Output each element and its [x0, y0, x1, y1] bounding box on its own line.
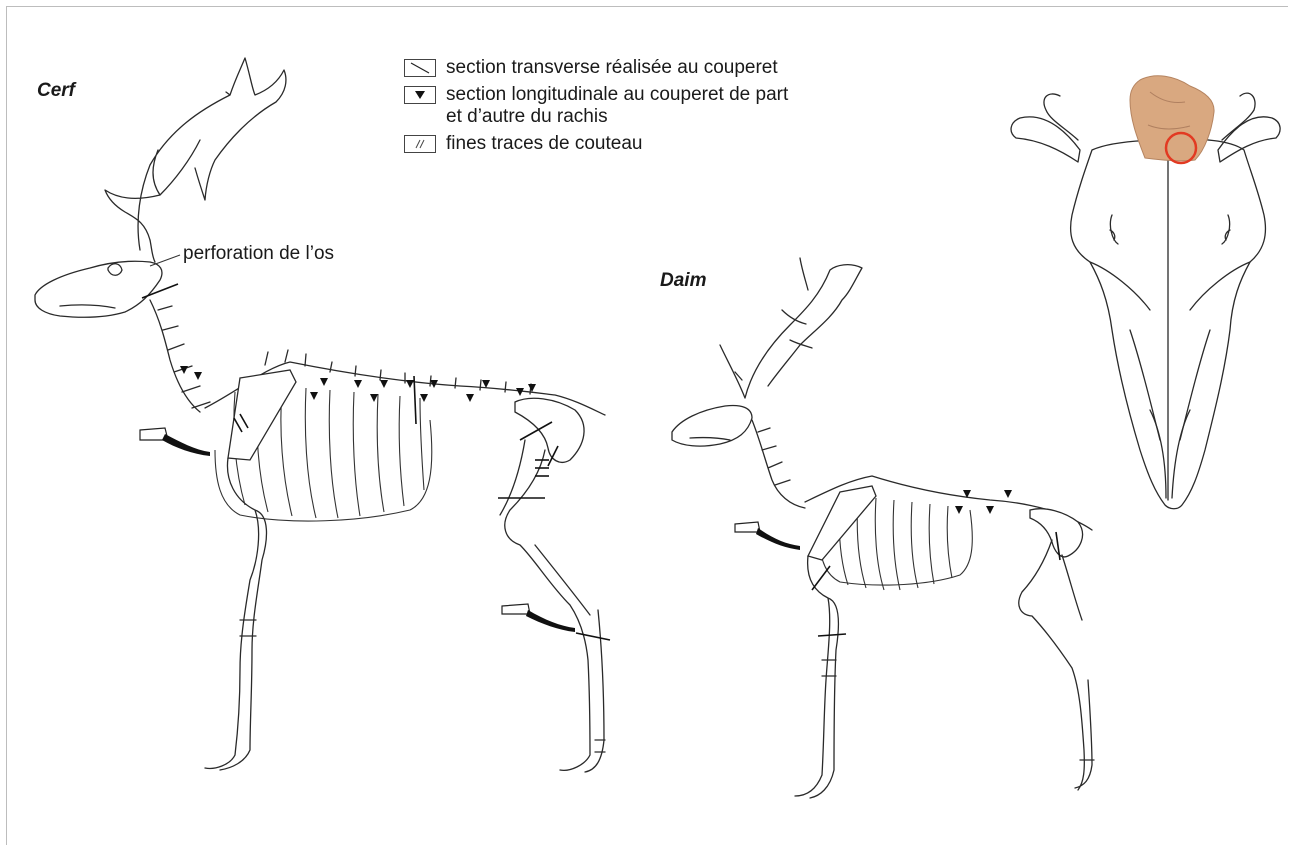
cerf-knife-1	[140, 428, 210, 456]
daim-skull	[672, 406, 752, 447]
legend-item-knife-traces: fines traces de couteau	[404, 133, 788, 155]
legend-item-longitudinal: section longitudinale au couperet de par…	[404, 84, 788, 128]
daim-scapula	[808, 486, 876, 560]
cerf-pelvis	[515, 398, 584, 462]
legend-text-transverse: section transverse réalisée au couperet	[446, 57, 778, 79]
daim-skeleton	[672, 258, 1094, 798]
cerf-scapula	[228, 370, 296, 460]
perforation-label: perforation de l’os	[183, 243, 334, 265]
cerf-antler	[105, 58, 286, 250]
legend-text-longitudinal-line2: et d’autre du rachis	[446, 106, 788, 128]
skull-bone-fragment	[1130, 76, 1214, 161]
species-label-daim: Daim	[660, 270, 706, 292]
hatch-lines-icon	[404, 135, 436, 153]
daim-neck	[752, 420, 805, 508]
daim-cut-marks	[812, 532, 1060, 636]
legend: section transverse réalisée au couperet …	[404, 57, 788, 160]
cerf-knife-2	[502, 604, 575, 632]
legend-text-longitudinal: section longitudinale au couperet de par…	[446, 84, 788, 128]
diagonal-line-icon	[404, 59, 436, 77]
legend-text-knife-traces: fines traces de couteau	[446, 133, 642, 155]
cerf-cut-marks	[142, 284, 610, 640]
skull-top-view	[1011, 76, 1280, 509]
legend-text-longitudinal-line1: section longitudinale au couperet de par…	[446, 84, 788, 106]
daim-hindleg	[1019, 540, 1092, 790]
cerf-neck	[150, 300, 210, 412]
legend-item-transverse: section transverse réalisée au couperet	[404, 57, 788, 79]
daim-longitudinal-marks	[955, 490, 1012, 514]
species-label-cerf: Cerf	[37, 80, 75, 102]
daim-antler	[720, 258, 862, 398]
daim-foreleg	[795, 556, 838, 798]
cerf-longitudinal-marks	[180, 366, 536, 402]
black-triangle-icon	[404, 86, 436, 104]
cerf-skeleton	[35, 58, 610, 772]
daim-knife	[735, 522, 800, 550]
cerf-skull	[35, 261, 162, 317]
cerf-foreleg	[205, 458, 266, 770]
